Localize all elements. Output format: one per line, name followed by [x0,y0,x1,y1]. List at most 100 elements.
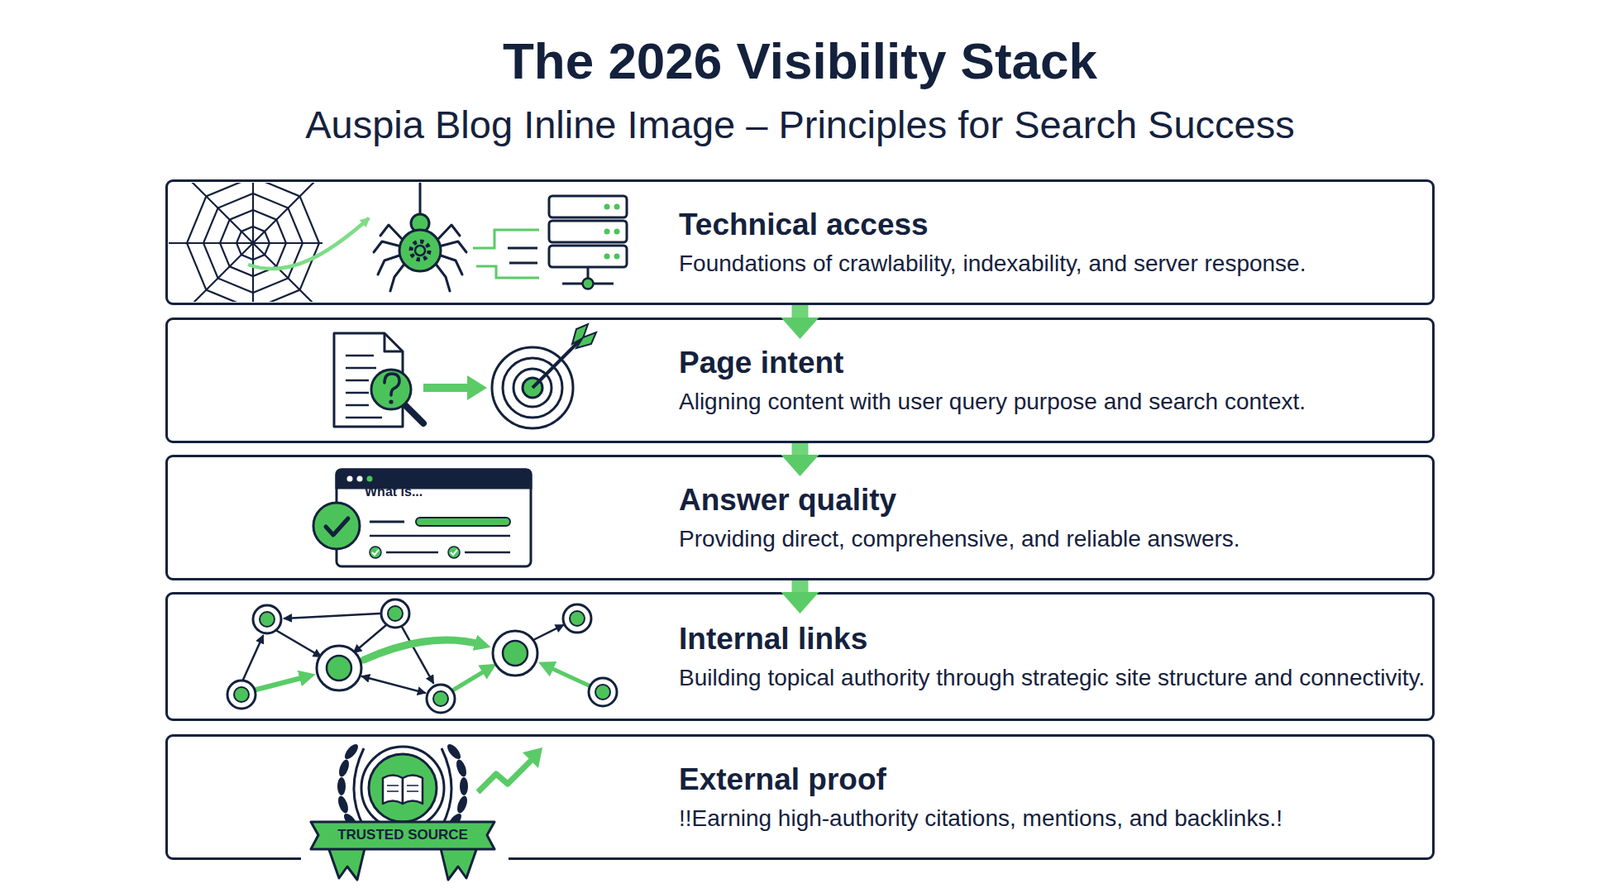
target-icon [502,358,563,418]
layer-heading: External proof [678,761,1428,798]
browser-answer-icon [369,520,405,524]
spider-icon [410,214,430,233]
layer-description: Aligning content with user query purpose… [678,386,1428,416]
layer-heading: Page intent [678,344,1428,382]
server-icon [614,253,621,260]
document-icon [345,355,383,418]
link-network-arrows [277,630,321,657]
badge-icon [368,754,437,822]
spider-web-icon [203,193,303,293]
link-network-nodes [316,645,362,691]
spider-web-icon [236,226,270,260]
check-circle-icon [313,502,360,550]
spider-web-icon [253,242,323,244]
link-network-nodes [426,684,455,713]
server-icon [549,195,627,218]
link-network-nodes [563,604,592,633]
target-icon [576,332,597,349]
link-network-arrows [353,625,387,653]
browser-answer-icon [357,476,363,483]
link-network-nodes [433,691,449,707]
browser-answer-icon [448,546,460,559]
intent-arrow [423,383,470,392]
server-icon [549,245,627,268]
link-network-nodes [227,599,617,713]
spider-icon [373,224,406,292]
spider-icon [373,183,467,292]
laurel-icon [336,741,470,831]
server-icon [587,267,590,279]
stack-layer-box: Answer qualityProviding direct, comprehe… [165,454,1435,581]
document-icon [384,333,403,352]
check-circle-icon [313,502,360,550]
link-network-nodes [227,680,256,709]
badge-icon [382,775,403,805]
connector-group [799,305,801,593]
badge-ribbon-text: TRUSTED SOURCE [310,826,495,844]
document-icon [334,333,403,427]
server-link-lines [472,229,540,249]
link-network-nodes [326,655,352,681]
magnifier-icon [405,405,424,424]
link-network-arrows [284,613,380,619]
browser-answer-icon [372,549,379,555]
spider-icon [434,224,467,292]
server-icon [604,204,611,211]
diagram-subtitle: Auspia Blog Inline Image – Principles fo… [0,102,1600,148]
trend-arrow [477,759,533,793]
layer-text-column: Technical accessFoundations of crawlabil… [678,181,1428,303]
intent-arrow [467,375,488,401]
layer-description: Foundations of crawlability, indexabilit… [678,248,1428,278]
spider-web-icon [168,242,254,244]
badge-icon [439,845,478,880]
link-network-arrows [453,668,490,690]
server-icon [614,204,621,211]
browser-answer-icon [336,469,531,488]
layer-heading: Technical access [678,206,1428,244]
document-icon [334,333,403,427]
browser-answer-icon [386,551,439,555]
layer-text-column: Answer qualityProviding direct, comprehe… [678,457,1428,578]
link-network-arrows [243,613,589,693]
server-icon [604,253,611,260]
target-icon [572,324,588,344]
link-network-nodes [381,599,410,628]
target-icon [491,347,574,429]
target-icon [532,339,581,388]
laurel-icon [441,748,452,827]
laurel-icon [455,794,470,815]
diagram-title: The 2026 Visibility Stack [0,31,1600,91]
laurel-icon [454,758,469,779]
magnifier-icon [371,369,411,410]
browser-answer-icon [336,469,531,567]
link-network-nodes [502,640,528,666]
laurel-icon [444,741,464,761]
link-network-arrows [401,626,434,683]
laurel-icon [459,777,469,796]
badge-icon [361,746,445,830]
layer-text-column: Internal linksBuilding topical authority… [678,594,1428,719]
laurel-icon [445,811,464,831]
server-link-lines [509,262,538,265]
check-circle-icon [325,518,349,535]
intent-arrow [423,375,488,401]
magnifier-icon [371,369,424,424]
link-network-arrows [243,635,263,680]
target-icon [513,368,552,407]
badge-icon [402,775,423,805]
badge-icon [386,785,419,792]
trend-arrow [477,747,543,793]
spider-web-icon [168,182,323,302]
badge-icon [310,746,495,880]
spider-icon [415,245,426,256]
browser-answer-icon [464,551,511,555]
stack-layer-box: Technical accessFoundations of crawlabil… [165,179,1435,306]
spider-web-icon [253,243,318,302]
link-network-nodes [492,630,538,676]
magnifier-icon [388,399,393,404]
browser-answer-icon [415,517,511,526]
target-icon [522,377,543,398]
